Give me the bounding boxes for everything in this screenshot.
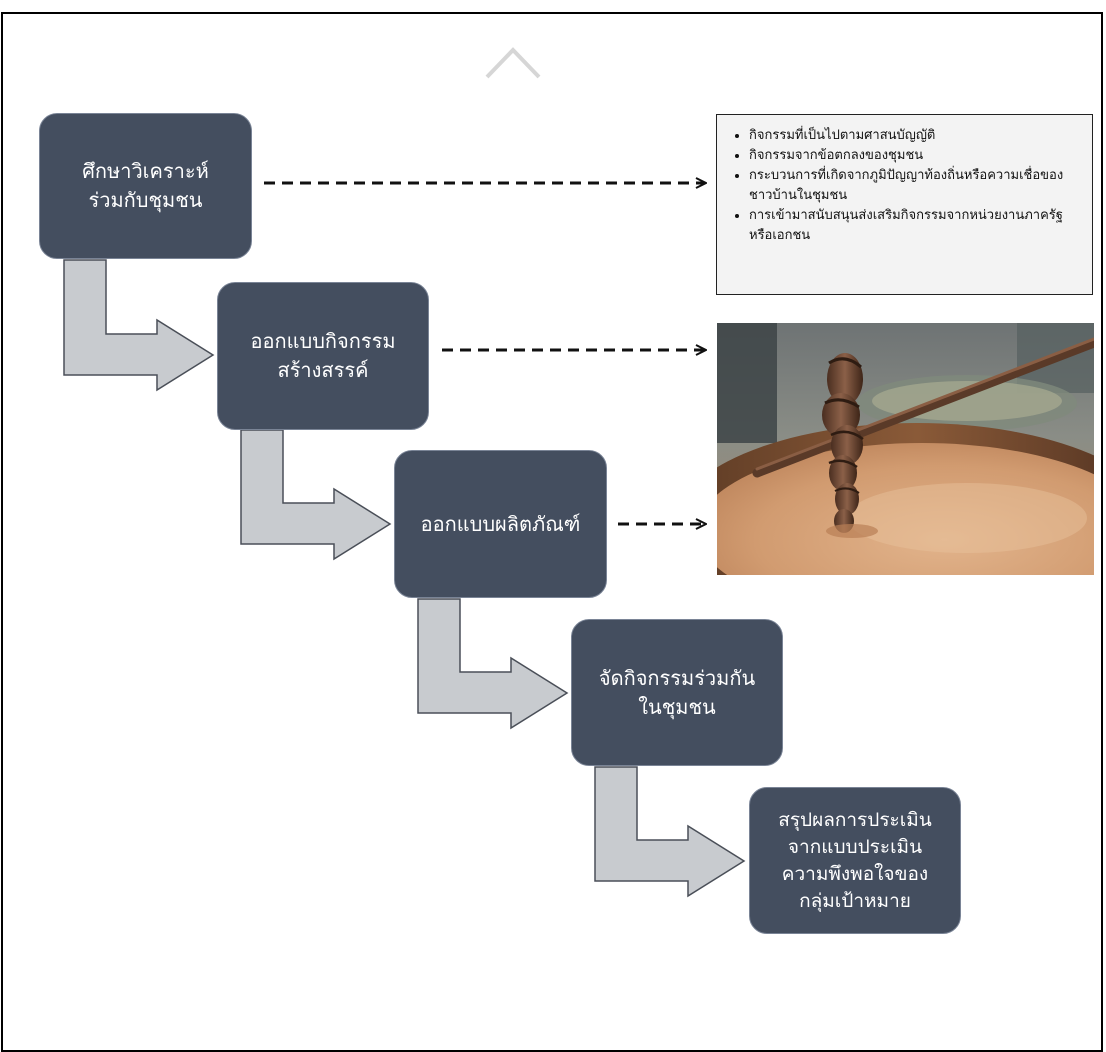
step-2-box: ออกแบบกิจกรรม สร้างสรรค์ (217, 282, 429, 430)
step-connector-3 (417, 598, 569, 730)
step-connector-2 (240, 429, 392, 561)
chevron-up-icon (485, 47, 541, 79)
step-connector-4 (594, 766, 746, 898)
step-4-box: จัดกิจกรรมร่วมกัน ในชุมชน (571, 619, 783, 766)
step-connector-1 (63, 259, 215, 392)
notes-item: กิจกรรมจากข้อตกลงของชุมชน (749, 146, 1082, 166)
notes-item: กระบวนการที่เกิดจากภูมิปัญญาท้องถิ่นหรือ… (749, 166, 1082, 206)
notes-list: กิจกรรมที่เป็นไปตามศาสนบัญญัติ กิจกรรมจา… (731, 126, 1082, 246)
notes-box: กิจกรรมที่เป็นไปตามศาสนบัญญัติ กิจกรรมจา… (716, 114, 1093, 295)
step-5-box: สรุปผลการประเมิน จากแบบประเมิน ความพึงพอ… (749, 787, 961, 934)
notes-item: กิจกรรมที่เป็นไปตามศาสนบัญญัติ (749, 126, 1082, 146)
notes-item: การเข้ามาสนับสนุนส่งเสริมกิจกรรมจากหน่วย… (749, 206, 1082, 246)
step-1-box: ศึกษาวิเคราะห์ ร่วมกับชุมชน (39, 113, 252, 259)
product-photo (717, 323, 1094, 575)
step-3-box: ออกแบบผลิตภัณฑ์ (394, 450, 607, 598)
